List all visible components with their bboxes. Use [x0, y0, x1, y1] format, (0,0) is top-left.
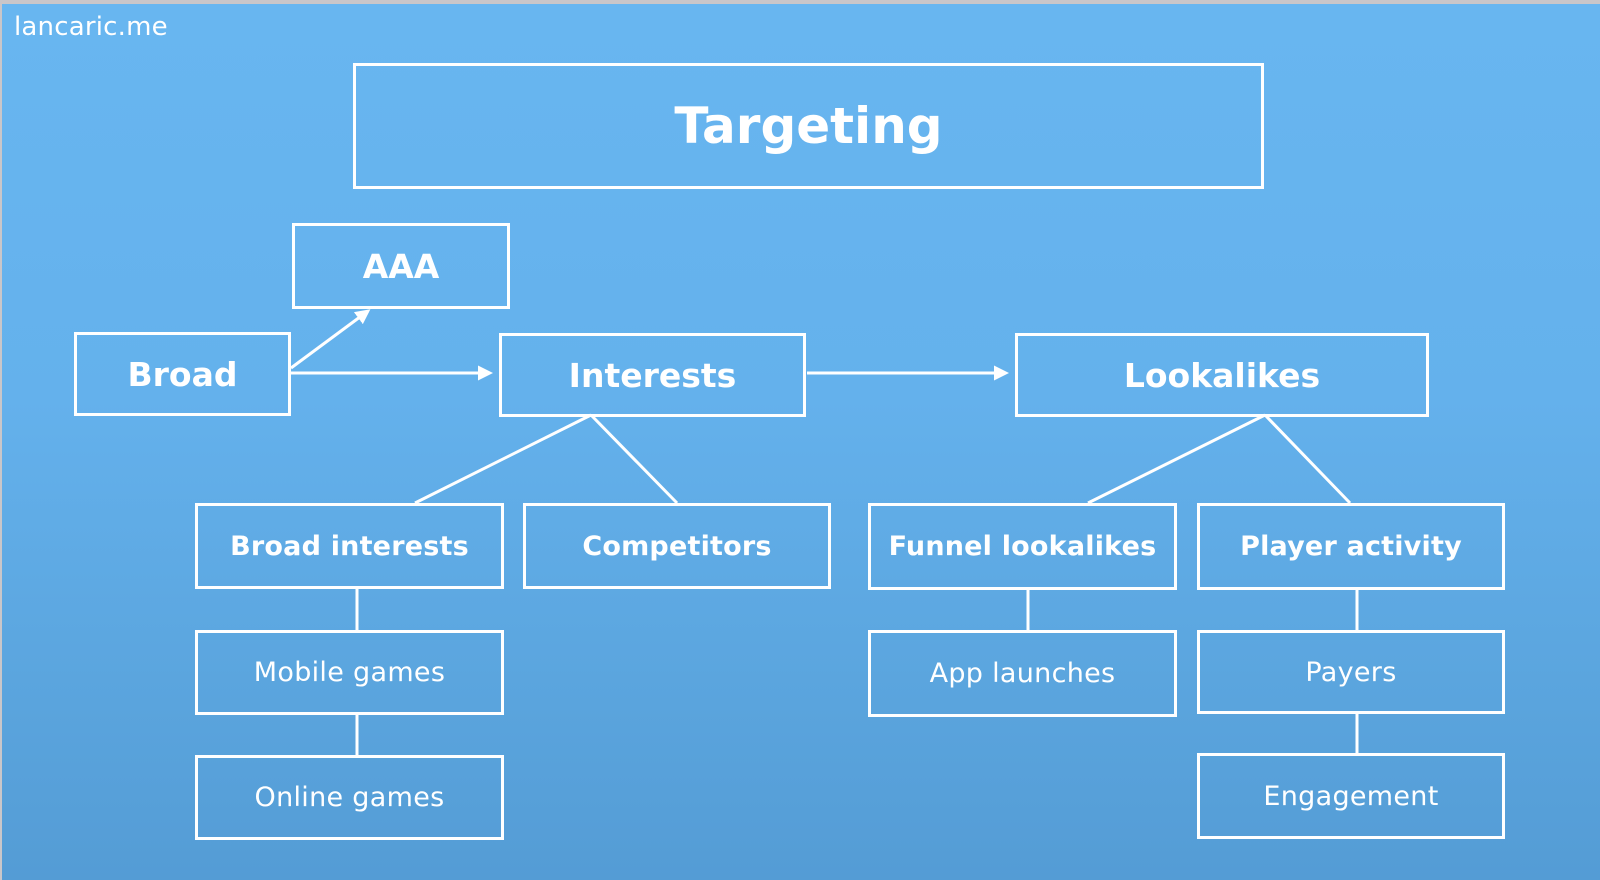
edge-lookalikes-player	[1263, 413, 1352, 505]
node-label: Interests	[568, 355, 737, 395]
node-player-activity: Player activity	[1197, 503, 1505, 590]
node-label: Player activity	[1240, 531, 1462, 562]
node-broad: Broad	[74, 332, 291, 416]
slide: lancaric.me	[2, 4, 1600, 880]
node-label: Funnel lookalikes	[888, 531, 1157, 562]
node-label: Mobile games	[253, 657, 446, 688]
watermark: lancaric.me	[14, 12, 168, 42]
node-online-games: Online games	[195, 755, 504, 840]
edge-interests-broad-interests	[414, 413, 592, 505]
node-targeting-title: Targeting	[353, 63, 1264, 189]
node-payers: Payers	[1197, 630, 1505, 714]
edge-lookalikes-funnel	[1087, 413, 1266, 505]
node-label: AAA	[362, 246, 440, 286]
edge-broad-aaa	[290, 309, 371, 370]
node-label: Lookalikes	[1123, 355, 1321, 395]
node-mobile-games: Mobile games	[195, 630, 504, 715]
node-funnel-lookalikes: Funnel lookalikes	[868, 503, 1177, 590]
node-label: App launches	[929, 658, 1116, 689]
node-interests: Interests	[499, 333, 806, 417]
node-lookalikes: Lookalikes	[1015, 333, 1429, 417]
node-engagement: Engagement	[1197, 753, 1505, 839]
node-aaa: AAA	[292, 223, 510, 309]
edge-interests-competitors	[589, 413, 679, 505]
node-label: Competitors	[582, 530, 772, 562]
node-app-launches: App launches	[868, 630, 1177, 717]
node-label: Online games	[254, 782, 445, 813]
node-label: Broad interests	[230, 530, 469, 562]
node-broad-interests: Broad interests	[195, 503, 504, 589]
node-label: Targeting	[674, 97, 943, 155]
node-competitors: Competitors	[523, 503, 831, 589]
node-label: Broad	[127, 354, 238, 394]
node-label: Payers	[1305, 656, 1397, 688]
node-label: Engagement	[1263, 780, 1439, 812]
